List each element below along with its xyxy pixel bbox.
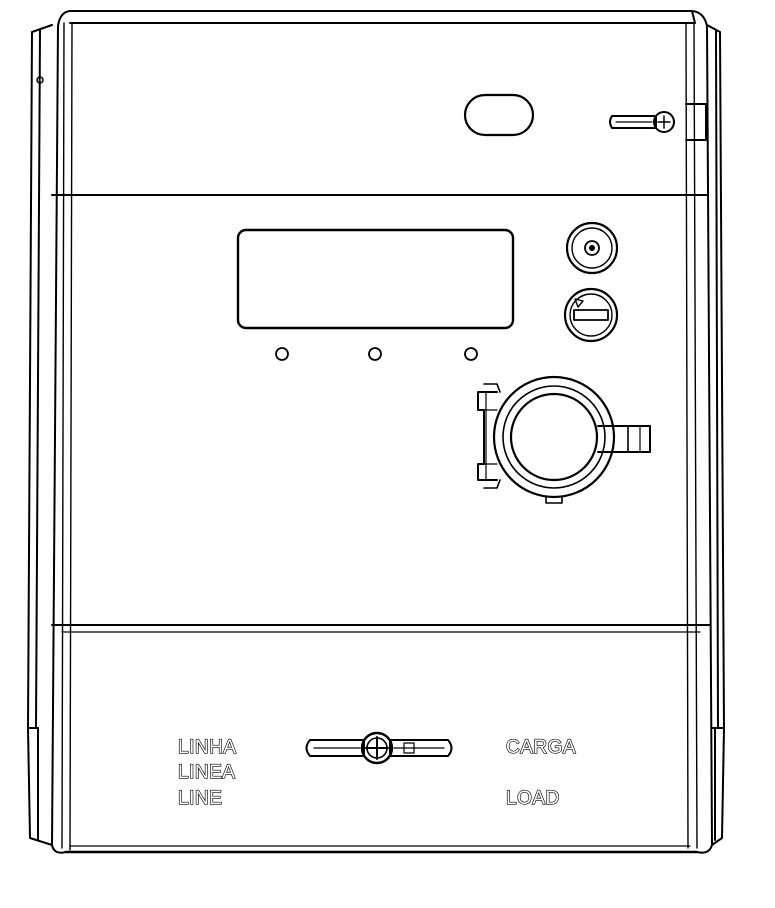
screw-icon	[609, 103, 707, 141]
line-label-english: LINE	[177, 787, 223, 809]
load-label-portuguese: CARGA	[505, 736, 577, 758]
line-label-portuguese: LINHA	[177, 736, 237, 758]
screw-icon	[305, 731, 453, 765]
reset-button-icon[interactable]	[563, 287, 619, 343]
meter-enclosure	[27, 10, 725, 854]
rotary-knob-icon[interactable]	[565, 221, 619, 275]
indicator-led-3	[464, 347, 478, 361]
line-label-spanish: LINEA	[177, 761, 236, 783]
load-label-english: LOAD	[505, 787, 560, 809]
top-sight-window	[463, 93, 535, 137]
optical-port	[477, 375, 651, 504]
indicator-led-1	[275, 347, 289, 361]
indicator-led-2	[368, 347, 382, 361]
lcd-display	[236, 228, 515, 330]
